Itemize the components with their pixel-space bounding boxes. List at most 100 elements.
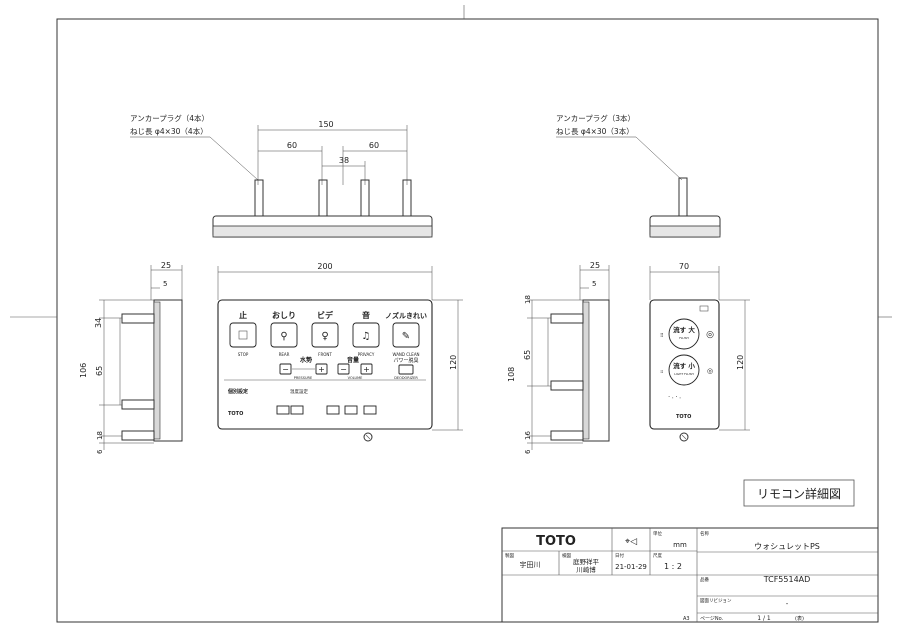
side-dim-18: 18 [96, 431, 104, 440]
nozzle-icon: ✎ [402, 331, 410, 342]
unit-value: mm [673, 541, 687, 549]
pressure-label: 水勢 [300, 356, 312, 364]
battery-icon [699, 305, 709, 312]
sheet-size: A3 [683, 616, 690, 622]
checker-label: 検図 [562, 552, 571, 559]
title-brand: TOTO [536, 534, 576, 549]
swirl-icon: ◎ [706, 330, 714, 340]
svg-text:REAR: REAR [279, 352, 290, 357]
drawing-title-box [743, 479, 855, 507]
volume-label: 音量 [347, 356, 359, 364]
flush-large-button[interactable]: 流す 大 FLUSH ◎ [668, 318, 714, 350]
dim-height: 120 [449, 355, 458, 370]
rear-wash-button[interactable]: おしり REAR ⚲ [270, 311, 298, 357]
wand-clean-button[interactable]: ノズルきれい WAND CLEAN ✎ [385, 311, 427, 357]
music-icon: ♫ [362, 331, 371, 342]
right-side-dim-6: 6 [524, 449, 532, 454]
dim-top-mid: 38 [339, 156, 349, 165]
right-side-dim-108: 108 [507, 367, 516, 382]
setting-button-4[interactable] [344, 405, 358, 415]
braille-bottom: ⠁⠂⠁⠂ [668, 396, 683, 402]
svg-text:WAND CLEAN: WAND CLEAN [392, 352, 419, 357]
setting-button-2[interactable] [290, 405, 304, 415]
volume-plus-button[interactable] [360, 363, 373, 375]
checker-value1: 庭野祥平 [573, 557, 600, 566]
front-top-view: アンカープラグ（4本） ねじ長 φ4×30（4本） 150 60 60 38 [130, 113, 433, 238]
swirl-small-icon: ◎ [707, 367, 713, 375]
setting-button-5[interactable] [363, 405, 377, 415]
date-value: 21-01-29 [615, 563, 647, 571]
designer-value: 宇田川 [520, 560, 541, 569]
title-block: TOTO ⌖◁ 単位 mm 名称 ウォシュレットPS 製図 宇田川 検図 庭野祥… [501, 527, 879, 623]
side-dim-106: 106 [79, 363, 88, 378]
svg-text:LIGHT FLUSH: LIGHT FLUSH [674, 372, 694, 376]
svg-text:流す 大: 流す 大 [673, 325, 695, 334]
deodorizer-button[interactable] [398, 364, 414, 375]
deodorizer-label: パワー脱臭 [393, 357, 418, 364]
svg-text:音: 音 [362, 310, 370, 320]
right-dim-width: 70 [679, 262, 689, 271]
projection-symbol: ⌖◁ [625, 537, 637, 547]
right-side-view: 25 5 18 108 65 16 6 [507, 261, 610, 454]
svg-text:−: − [340, 365, 347, 374]
side-dim-5: 5 [163, 280, 167, 288]
volume-en: VOLUME [348, 376, 363, 380]
svg-text:ノズルきれい: ノズルきれい [385, 311, 427, 320]
right-brand: TOTO [676, 414, 691, 420]
checker-value2: 川崎博 [576, 565, 596, 574]
right-top-view: アンカープラグ（3本） ねじ長 φ4×30（3本） [556, 113, 721, 238]
front-wash-button[interactable]: ビデ FRONT ♀ [311, 310, 339, 357]
privacy-button[interactable]: 音 PRIVACY ♫ [352, 310, 380, 357]
name-value: ウォシュレットPS [754, 542, 820, 551]
front-brand: TOTO [228, 411, 243, 417]
front-side-view: 25 5 34 106 65 18 6 [79, 261, 183, 454]
front-remote-view: 200 120 止 STOP おしり REAR ⚲ ビデ FRONT ♀ 音 [217, 262, 463, 442]
svg-text:流す 小: 流す 小 [673, 361, 695, 370]
settings-label: 個別設定 [227, 388, 248, 395]
page-value: 1 / 1 [757, 615, 771, 622]
front-screw [363, 432, 373, 442]
flush-remote-view: 70 120 流す 大 FLUSH ◎ 流す 小 LIGHT FLUSH ◎ ⠿… [649, 262, 750, 442]
part-value: TCF5514AD [763, 575, 811, 584]
right-side-dim-depth: 25 [590, 261, 600, 270]
stop-button[interactable]: 止 STOP [229, 310, 257, 357]
setting-button-1[interactable] [276, 405, 290, 415]
unit-label: 単位 [653, 530, 662, 537]
pressure-plus-button[interactable] [315, 363, 328, 375]
dim-top-total: 150 [318, 120, 333, 129]
designer-label: 製図 [505, 552, 514, 559]
dim-width: 200 [317, 262, 332, 271]
braille-small: ⠶ [660, 369, 664, 375]
date-label: 日付 [615, 552, 624, 559]
right-anchor-note-1: アンカープラグ（3本） [556, 113, 635, 123]
drawing-border [56, 18, 879, 623]
rear-wash-icon: ⚲ [280, 331, 287, 342]
anchor-note-1: アンカープラグ（4本） [130, 113, 209, 123]
flush-small-button[interactable]: 流す 小 LIGHT FLUSH ◎ [668, 354, 713, 386]
anchor-note-2: ねじ長 φ4×30（4本） [130, 126, 208, 136]
pressure-en: PRESSURE [294, 376, 312, 380]
side-dim-34: 34 [94, 318, 103, 328]
deodorizer-en: DEODORIZER [394, 376, 418, 380]
scale-value: 1 : 2 [664, 562, 682, 571]
right-anchor-note-2: ねじ長 φ4×30（3本） [556, 126, 634, 136]
revision-label: 図面リビジョン [700, 597, 732, 604]
setting-button-3[interactable] [326, 405, 340, 415]
name-label: 名称 [700, 530, 709, 537]
temp-label: 温度設定 [290, 388, 308, 395]
volume-minus-button[interactable] [337, 363, 350, 375]
drawing-title: リモコン詳細図 [757, 486, 841, 501]
page-suffix: (表) [795, 615, 804, 622]
dim-top-right: 60 [369, 141, 379, 150]
svg-text:ビデ: ビデ [317, 310, 334, 320]
front-wash-icon: ♀ [321, 331, 328, 342]
pressure-minus-button[interactable] [279, 363, 292, 375]
dim-top-left: 60 [287, 141, 297, 150]
svg-text:FRONT: FRONT [318, 352, 332, 357]
side-dim-depth: 25 [161, 261, 171, 270]
svg-text:PRIVACY: PRIVACY [358, 352, 375, 357]
right-side-dim-5: 5 [592, 280, 596, 288]
page-label: ページNo. [700, 616, 724, 622]
svg-text:+: + [318, 365, 325, 374]
svg-text:FLUSH: FLUSH [679, 336, 689, 340]
